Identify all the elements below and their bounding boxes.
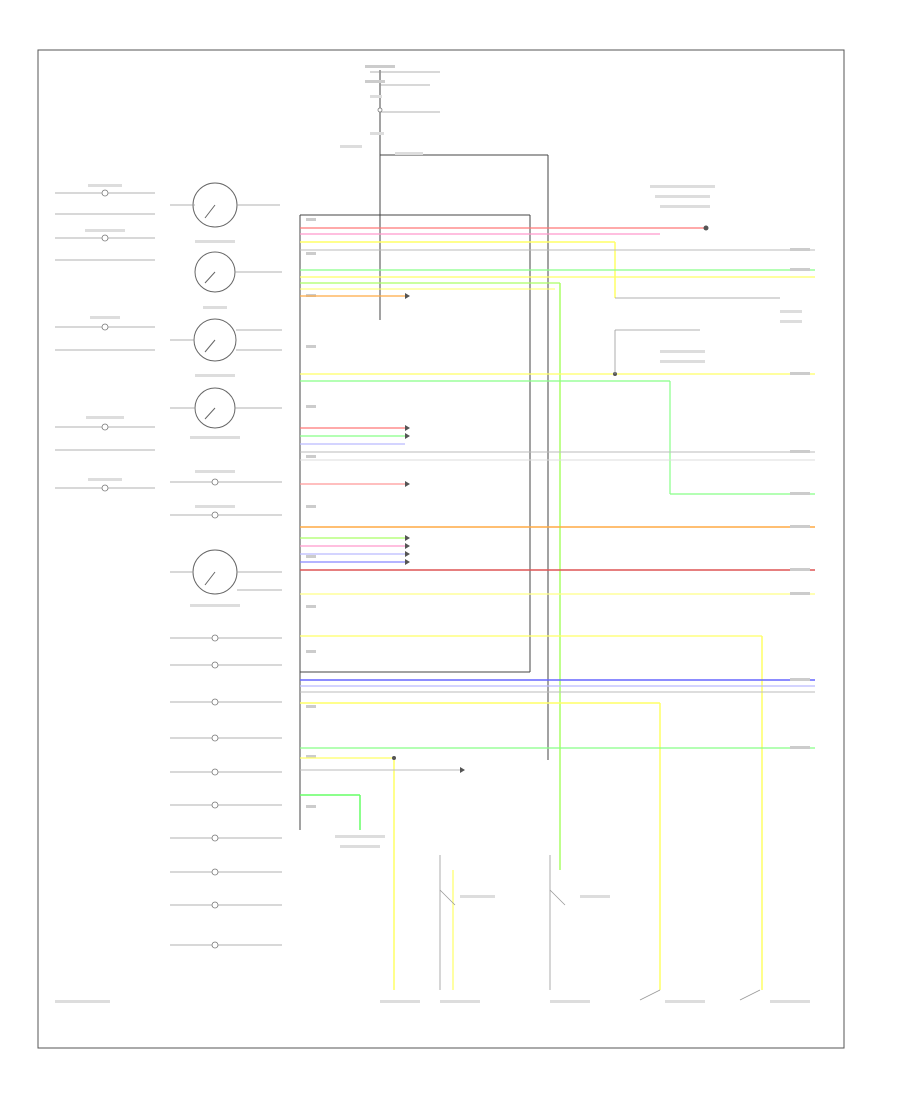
colored-wires — [300, 227, 815, 990]
wire-terminals — [392, 225, 709, 773]
gauges — [170, 182, 282, 607]
cluster-box — [299, 214, 531, 830]
power-feed — [340, 65, 549, 760]
diagram-frame — [37, 49, 845, 1049]
indicator-bulbs — [55, 184, 155, 492]
indicator-bulbs-right — [170, 470, 282, 949]
pin-labels — [306, 218, 316, 808]
bottom-components — [55, 835, 810, 1003]
cluster-components — [55, 182, 282, 949]
right-components — [614, 185, 802, 374]
right-connectors — [790, 248, 810, 749]
